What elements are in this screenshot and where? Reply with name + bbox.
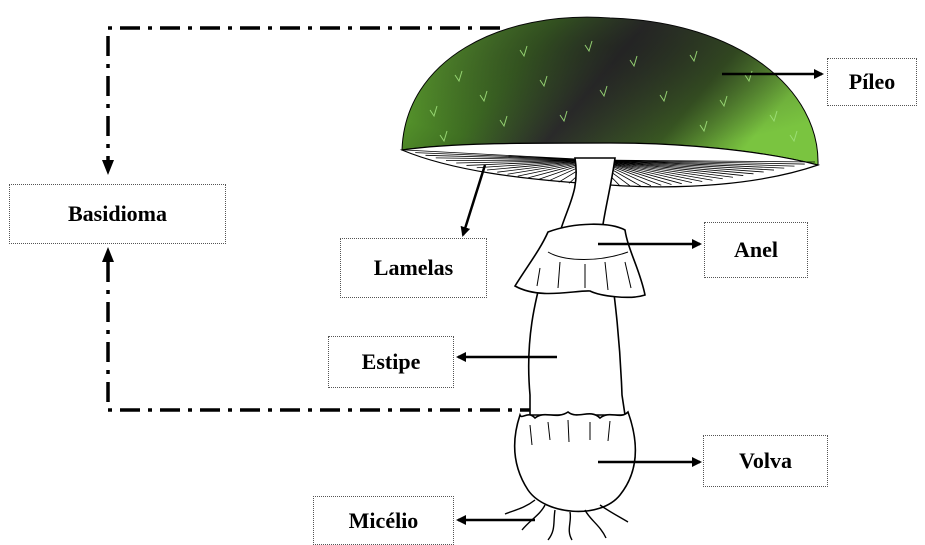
label-volva: Volva xyxy=(703,435,828,487)
label-micelio-text: Micélio xyxy=(349,508,419,534)
label-pileo-text: Píleo xyxy=(849,69,895,95)
label-estipe-text: Estipe xyxy=(362,349,421,375)
bracket-arrowhead-down xyxy=(102,160,114,175)
label-lamelas-text: Lamelas xyxy=(374,255,453,281)
arrow-lamelas xyxy=(463,165,485,235)
label-pileo: Píleo xyxy=(827,58,917,106)
label-micelio: Micélio xyxy=(313,496,454,545)
label-anel: Anel xyxy=(704,222,808,278)
mushroom-ring xyxy=(515,224,645,297)
label-anel-text: Anel xyxy=(734,237,778,263)
label-basidioma: Basidioma xyxy=(9,184,226,244)
label-lamelas: Lamelas xyxy=(340,238,487,298)
label-volva-text: Volva xyxy=(739,448,792,474)
bracket-arrowhead-up xyxy=(102,247,114,262)
label-basidioma-text: Basidioma xyxy=(68,201,167,227)
label-estipe: Estipe xyxy=(328,336,454,388)
